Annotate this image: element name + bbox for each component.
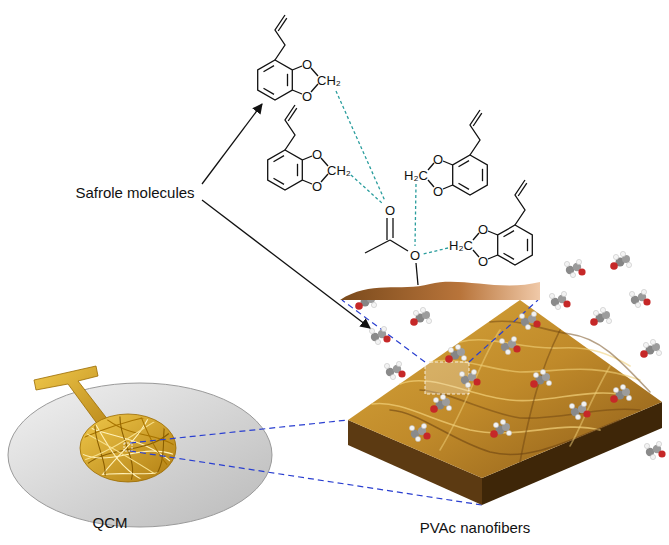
atom-label: H₂C	[404, 169, 428, 182]
part-label: PVAc nanofibers	[420, 520, 531, 535]
atom-label: H₂C	[449, 239, 473, 252]
part-label: QCM	[93, 515, 128, 530]
atom-label: O	[433, 185, 443, 198]
atom-label: O	[312, 180, 322, 193]
atom-label: O	[302, 90, 312, 103]
atom-label: O	[302, 58, 312, 71]
atom-label: CH₂	[317, 74, 341, 87]
atom-label: O	[410, 249, 420, 262]
atom-label: O	[478, 255, 488, 268]
atom-label: O	[433, 153, 443, 166]
atom-label: O	[478, 223, 488, 236]
atom-label: CH₂	[327, 164, 351, 177]
callout-label: Safrole molecules	[75, 185, 194, 200]
atom-label: O	[312, 148, 322, 161]
atom-label: O	[385, 204, 395, 217]
